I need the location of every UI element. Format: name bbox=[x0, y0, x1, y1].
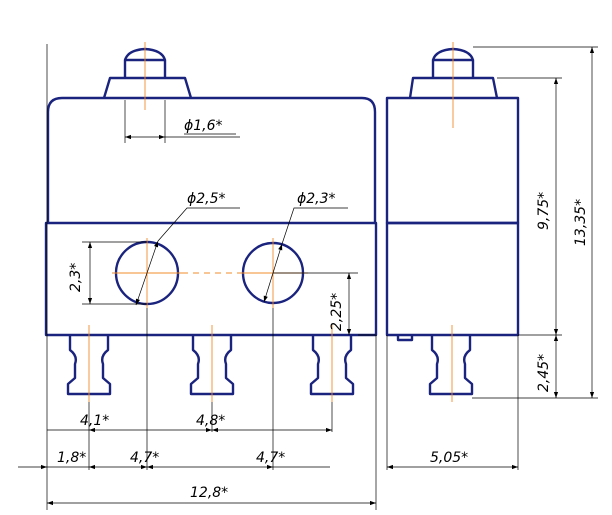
dim-pin-spacing-left: 4,1* bbox=[80, 413, 109, 429]
dim-overall-height: 13,35* bbox=[573, 199, 589, 246]
dim-hole-right-diameter: ϕ2,3* bbox=[297, 191, 336, 207]
dim-hole-left-diameter: ϕ2,5* bbox=[187, 191, 226, 207]
dim-body-width: 5,05* bbox=[430, 450, 468, 466]
side-lower-housing bbox=[385, 221, 520, 337]
side-view bbox=[385, 42, 520, 402]
dim-actuator-diameter: ϕ1,6* bbox=[184, 118, 223, 134]
dim-hole-spacing-1: 4,7* bbox=[130, 450, 159, 466]
dim-total-length: 12,8* bbox=[190, 485, 228, 501]
dimension-lines bbox=[18, 44, 598, 510]
dim-body-height: 9,75* bbox=[536, 192, 552, 230]
upper-housing bbox=[46, 96, 377, 223]
side-actuator bbox=[408, 47, 499, 99]
actuator-plunger bbox=[102, 47, 193, 99]
dim-hole-axis-height: 2,25* bbox=[329, 293, 345, 331]
side-upper-housing bbox=[385, 96, 520, 225]
front-view bbox=[44, 42, 378, 402]
side-terminal bbox=[428, 335, 474, 396]
dimension-labels: ϕ1,6* ϕ2,5* ϕ2,3* 2,3* 2,25* 4,1* 4,8* 1… bbox=[57, 118, 589, 501]
dim-hole-height: 2,3* bbox=[68, 263, 84, 292]
lower-housing bbox=[44, 221, 378, 337]
dim-hole-spacing-2: 4,7* bbox=[256, 450, 285, 466]
dim-pin-spacing-right: 4,8* bbox=[196, 413, 225, 429]
dim-terminal-length: 2,45* bbox=[536, 354, 552, 392]
dim-edge-to-hole: 1,8* bbox=[57, 450, 86, 466]
